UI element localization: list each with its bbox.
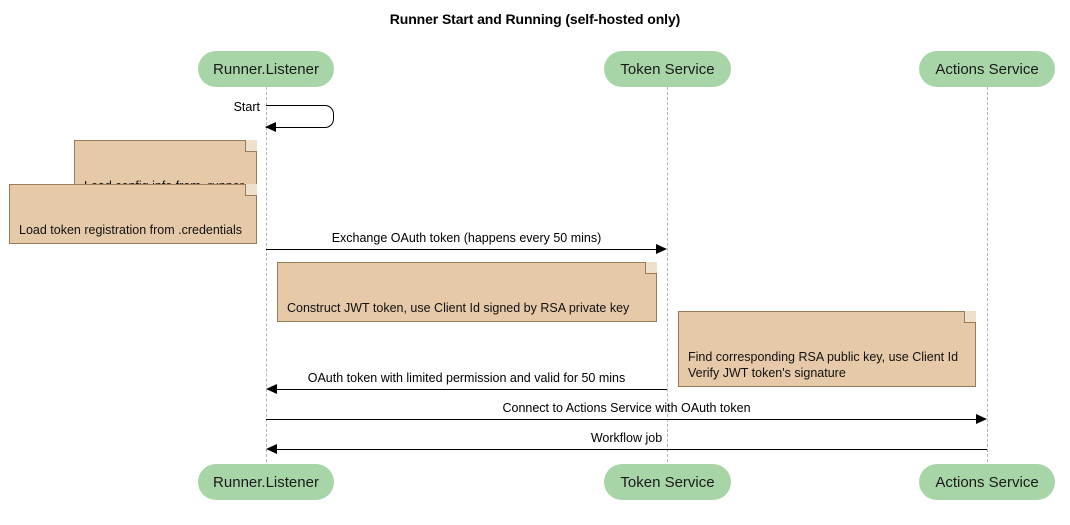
participant-label: Runner.Listener [213, 60, 319, 78]
note-fold-corner-icon [964, 311, 976, 323]
message-label: Workflow job [590, 431, 663, 445]
participant-label: Actions Service [935, 60, 1039, 78]
self-message-line-top [266, 105, 326, 106]
self-message-label: Start [233, 100, 260, 114]
participant-label: Token Service [620, 473, 715, 491]
note-text: Load token registration from .credential… [19, 223, 243, 237]
message-line [277, 449, 987, 450]
participant-actions-service-bottom[interactable]: Actions Service [919, 464, 1055, 500]
self-message-line-right [320, 105, 334, 128]
note-construct-jwt-token: Construct JWT token, use Client Id signe… [277, 262, 657, 322]
note-load-token-registration: Load token registration from .credential… [9, 184, 257, 244]
lifeline-token-service [667, 87, 668, 462]
arrowhead-left-icon [266, 444, 277, 454]
message-line [266, 419, 976, 420]
participant-token-service-top[interactable]: Token Service [604, 51, 731, 87]
participant-label: Runner.Listener [213, 473, 319, 491]
arrowhead-right-icon [656, 244, 667, 254]
participant-label: Actions Service [935, 473, 1039, 491]
self-message-start: Start [234, 100, 334, 132]
message-label: OAuth token with limited permission and … [307, 371, 626, 385]
participant-actions-service-top[interactable]: Actions Service [919, 51, 1055, 87]
note-text: Construct JWT token, use Client Id signe… [287, 301, 630, 315]
lifeline-actions-service [987, 87, 988, 462]
note-fold-corner-icon [645, 262, 657, 274]
participant-runner-listener-bottom[interactable]: Runner.Listener [198, 464, 334, 500]
self-message-arrowhead-icon [265, 122, 276, 132]
participant-runner-listener-top[interactable]: Runner.Listener [198, 51, 334, 87]
self-message-line-bottom [266, 127, 326, 128]
message-label: Connect to Actions Service with OAuth to… [502, 401, 751, 415]
note-fold-corner-icon [245, 184, 257, 196]
participant-token-service-bottom[interactable]: Token Service [604, 464, 731, 500]
lifeline-runner-listener [266, 87, 267, 462]
arrowhead-right-icon [976, 414, 987, 424]
note-text: Find corresponding RSA public key, use C… [688, 350, 959, 380]
message-line [266, 249, 656, 250]
participant-label: Token Service [620, 60, 715, 78]
note-fold-corner-icon [245, 140, 257, 152]
message-line [277, 389, 667, 390]
message-label: Exchange OAuth token (happens every 50 m… [331, 231, 602, 245]
page-title: Runner Start and Running (self-hosted on… [389, 11, 681, 27]
arrowhead-left-icon [266, 384, 277, 394]
note-verify-jwt-signature: Find corresponding RSA public key, use C… [678, 311, 976, 387]
